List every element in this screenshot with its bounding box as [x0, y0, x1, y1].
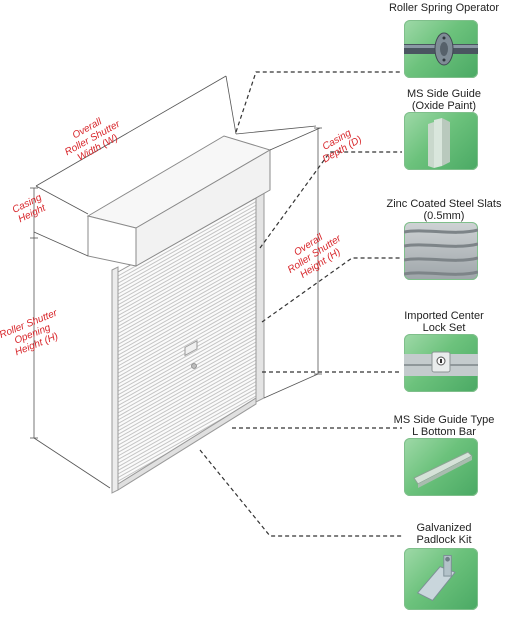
slat-line: [117, 391, 257, 471]
slat-line: [117, 305, 257, 385]
slat-line: [117, 247, 257, 327]
slat-line: [117, 359, 257, 439]
component-title: MS Side Guide: [407, 88, 481, 100]
slat-line: [117, 291, 257, 371]
slat-line: [117, 287, 257, 367]
steel-slats-icon: [404, 222, 478, 280]
slat-line: [117, 319, 257, 399]
casing-side: [135, 149, 271, 267]
right-side-guide: [255, 189, 265, 403]
slat-line: [117, 262, 257, 342]
component-subtitle: L Bottom Bar: [412, 426, 476, 438]
lock-plate: [184, 340, 198, 357]
bottom-bar: [117, 397, 257, 491]
slat-line: [117, 352, 257, 432]
slat-line: [117, 237, 257, 317]
slat-line: [117, 276, 257, 356]
component-title: Imported Center: [404, 310, 484, 322]
component-label-spring-operator: Roller Spring Operator: [372, 2, 516, 14]
slat-line: [117, 370, 257, 450]
slat-line: [117, 345, 257, 425]
slat-line: [117, 240, 257, 320]
slat-line: [117, 283, 257, 363]
slat-line: [117, 269, 257, 349]
component-title: MS Side Guide Type: [393, 414, 495, 426]
component-title: Zinc Coated Steel Slats: [386, 198, 502, 210]
slat-line: [117, 219, 257, 299]
slat-line: [117, 341, 257, 421]
slat-line: [117, 330, 257, 410]
slat-line: [117, 201, 257, 281]
slat-line: [117, 301, 257, 381]
component-label-padlock-kit: Galvanized Padlock Kit: [372, 522, 516, 546]
component-subtitle: Lock Set: [422, 322, 466, 334]
slat-line: [117, 395, 257, 475]
component-subtitle: (Oxide Paint): [411, 100, 477, 112]
slat-line: [117, 258, 257, 338]
slat-line: [117, 211, 257, 291]
slat-line: [117, 251, 257, 331]
slat-line: [117, 337, 257, 417]
spring-operator-icon: [404, 20, 478, 78]
dimension-lines: [30, 75, 322, 489]
center-lock-icon: [404, 334, 478, 392]
slat-line: [117, 233, 257, 313]
slat-line: [117, 373, 257, 453]
slat-line: [117, 215, 257, 295]
slat-line: [117, 222, 257, 302]
slat-line: [117, 204, 257, 284]
slat-line: [117, 388, 257, 468]
component-subtitle: (0.5mm): [423, 210, 465, 222]
slat-line: [117, 366, 257, 446]
left-side-guide: [111, 266, 119, 494]
slat-line: [117, 384, 257, 464]
component-title: Roller Spring Operator: [388, 2, 500, 14]
component-title: Galvanized: [416, 522, 472, 534]
padlock-kit-icon: [404, 548, 478, 610]
slat-line: [117, 348, 257, 428]
slat-line: [117, 226, 257, 306]
slat-line: [117, 355, 257, 435]
slat-line: [117, 316, 257, 396]
component-label-bottom-bar: MS Side Guide Type L Bottom Bar: [372, 414, 516, 438]
slat-line: [117, 363, 257, 443]
component-label-center-lock: Imported Center Lock Set: [372, 310, 516, 334]
slat-line: [117, 381, 257, 461]
lock-keyhole: [191, 363, 197, 369]
slat-line: [117, 298, 257, 378]
slat-line: [117, 265, 257, 345]
component-subtitle: Padlock Kit: [416, 534, 472, 546]
callout-leaders: [199, 71, 402, 537]
slat-line: [117, 244, 257, 324]
component-label-steel-slats: Zinc Coated Steel Slats (0.5mm): [372, 198, 516, 222]
side-guide-icon: [404, 112, 478, 170]
component-label-side-guide: MS Side Guide (Oxide Paint): [372, 88, 516, 112]
slat-line: [117, 280, 257, 360]
slat-line: [117, 255, 257, 335]
slat-line: [117, 208, 257, 288]
slat-line: [117, 323, 257, 403]
slat-line: [117, 273, 257, 353]
slat-line: [117, 294, 257, 374]
slat-line: [117, 377, 257, 457]
bottom-bar-icon: [404, 438, 478, 496]
slat-line: [117, 229, 257, 309]
slat-line: [117, 334, 257, 414]
slat-line: [117, 327, 257, 407]
